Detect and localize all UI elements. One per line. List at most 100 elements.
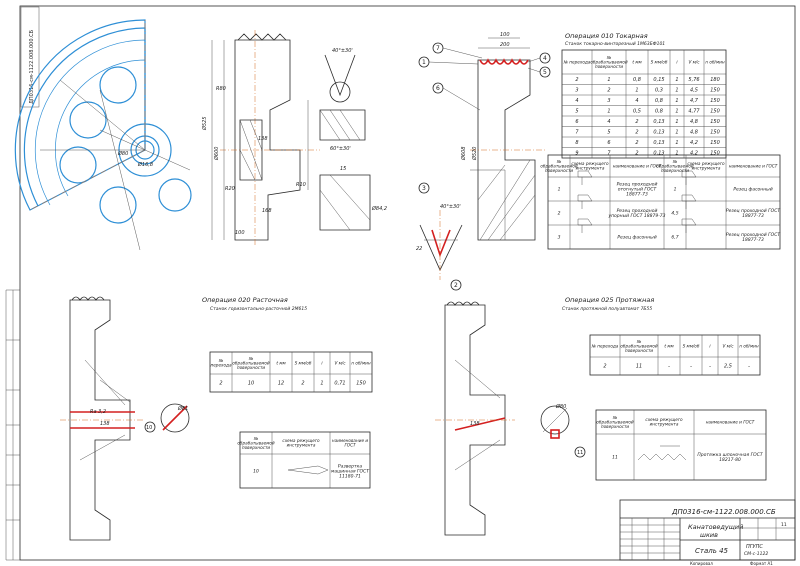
table-cell: 1	[320, 381, 323, 387]
table-cell: 150	[356, 381, 366, 387]
table-header: V м/с	[722, 343, 734, 348]
table-cell: 1	[675, 140, 678, 146]
table-border	[239, 431, 371, 489]
pulley-front-view	[14, 19, 192, 251]
table-cell: 2	[575, 77, 578, 83]
table-cell: 150	[710, 98, 720, 104]
table-cell: 1	[675, 98, 678, 104]
svg-text:2: 2	[454, 282, 458, 289]
table-cell: 2	[635, 129, 638, 135]
table-cell: 4,7	[690, 98, 699, 104]
table-cell: 2	[607, 87, 610, 93]
table-cell: 0,8	[633, 77, 641, 83]
table-cell: 0,15	[653, 77, 664, 83]
table-cell: -	[668, 364, 670, 370]
table-cell: 7	[575, 129, 579, 135]
table-cell: Резец фасонный	[733, 187, 772, 193]
table-cell: 1	[675, 87, 678, 93]
op010-groove-detail	[419, 210, 463, 280]
dim-label: Ø600	[213, 147, 220, 161]
table-cell: 6	[607, 140, 610, 146]
table-cell: 2	[558, 211, 561, 217]
callout-1: 1	[418, 56, 430, 68]
table-header: S мм/об	[295, 360, 312, 365]
callout-11: 11	[574, 446, 586, 458]
table-cell: 6,7	[671, 235, 678, 241]
dim-label: R20	[225, 186, 235, 192]
dim-label: 138	[470, 421, 480, 427]
sheet-frame	[19, 5, 796, 561]
dim-label: Ra 3,2	[90, 409, 106, 415]
callout-5: 7	[432, 42, 444, 54]
table-cell: 3	[607, 98, 610, 104]
callout-3: 3	[418, 182, 430, 194]
copied-label: Копировал	[690, 561, 713, 566]
part-name: Канатоведущий	[688, 523, 743, 531]
table-cell: -	[748, 364, 750, 370]
table-cell: 4	[635, 98, 638, 104]
dim-label: 15	[340, 166, 346, 172]
dim-label: 40°±30'	[440, 204, 461, 210]
table-cell: 0,3	[655, 87, 663, 93]
pulley-section-view	[211, 30, 320, 245]
table-cell: 12	[278, 381, 284, 387]
drawing-number: ДП0316-см-1122.008.000.СБ	[671, 508, 776, 516]
svg-text:3: 3	[422, 185, 426, 192]
op010-title: Операция 010 Токарная	[565, 32, 648, 40]
table-cell: 2	[301, 381, 304, 387]
table-header: i	[709, 343, 711, 348]
table-cell: 2	[635, 150, 638, 156]
table-cell: 150	[710, 150, 720, 156]
table-header: n об/мин	[705, 59, 724, 64]
table-cell: 0,5	[633, 108, 641, 114]
title-block	[619, 499, 796, 561]
table-cell: 2	[603, 364, 606, 370]
table-cell: 150	[710, 87, 720, 93]
table-cell: 2	[635, 119, 638, 125]
dim-label: Ø84,2	[371, 205, 387, 212]
broach-icon	[637, 453, 687, 461]
table-header: № перехода	[563, 59, 591, 64]
op025-subtitle: Станок протяжной полуавтомат 7Б55	[562, 306, 652, 312]
tool-scheme-icon	[681, 194, 697, 202]
dim-label: 100	[235, 230, 245, 236]
table-cell: 3	[575, 87, 578, 93]
tool-scheme-icon	[681, 218, 697, 226]
dim-label: 200	[500, 42, 510, 48]
table-cell: 1	[675, 119, 678, 125]
op025-title: Операция 025 Протяжная	[565, 296, 654, 304]
table-cell: 2,5	[724, 364, 732, 370]
groove-detail	[319, 54, 371, 231]
table-cell: 1	[675, 77, 678, 83]
tool-scheme-icon	[681, 170, 697, 178]
dim-label: 22	[416, 246, 422, 252]
table-cell: 10	[248, 381, 254, 387]
table-header: t мм	[276, 360, 285, 365]
op025-sketch	[435, 301, 515, 536]
table-cell: 2	[219, 381, 222, 387]
table-cell: 5	[607, 129, 610, 135]
svg-text:10: 10	[146, 425, 152, 431]
dim-label: 168	[262, 208, 272, 214]
table-cell: 150	[710, 129, 720, 135]
reamer-icon	[287, 465, 329, 475]
table-cell: 1	[675, 129, 678, 135]
dim-label: 60°±30'	[330, 146, 351, 152]
table-cell: 1	[635, 87, 638, 93]
